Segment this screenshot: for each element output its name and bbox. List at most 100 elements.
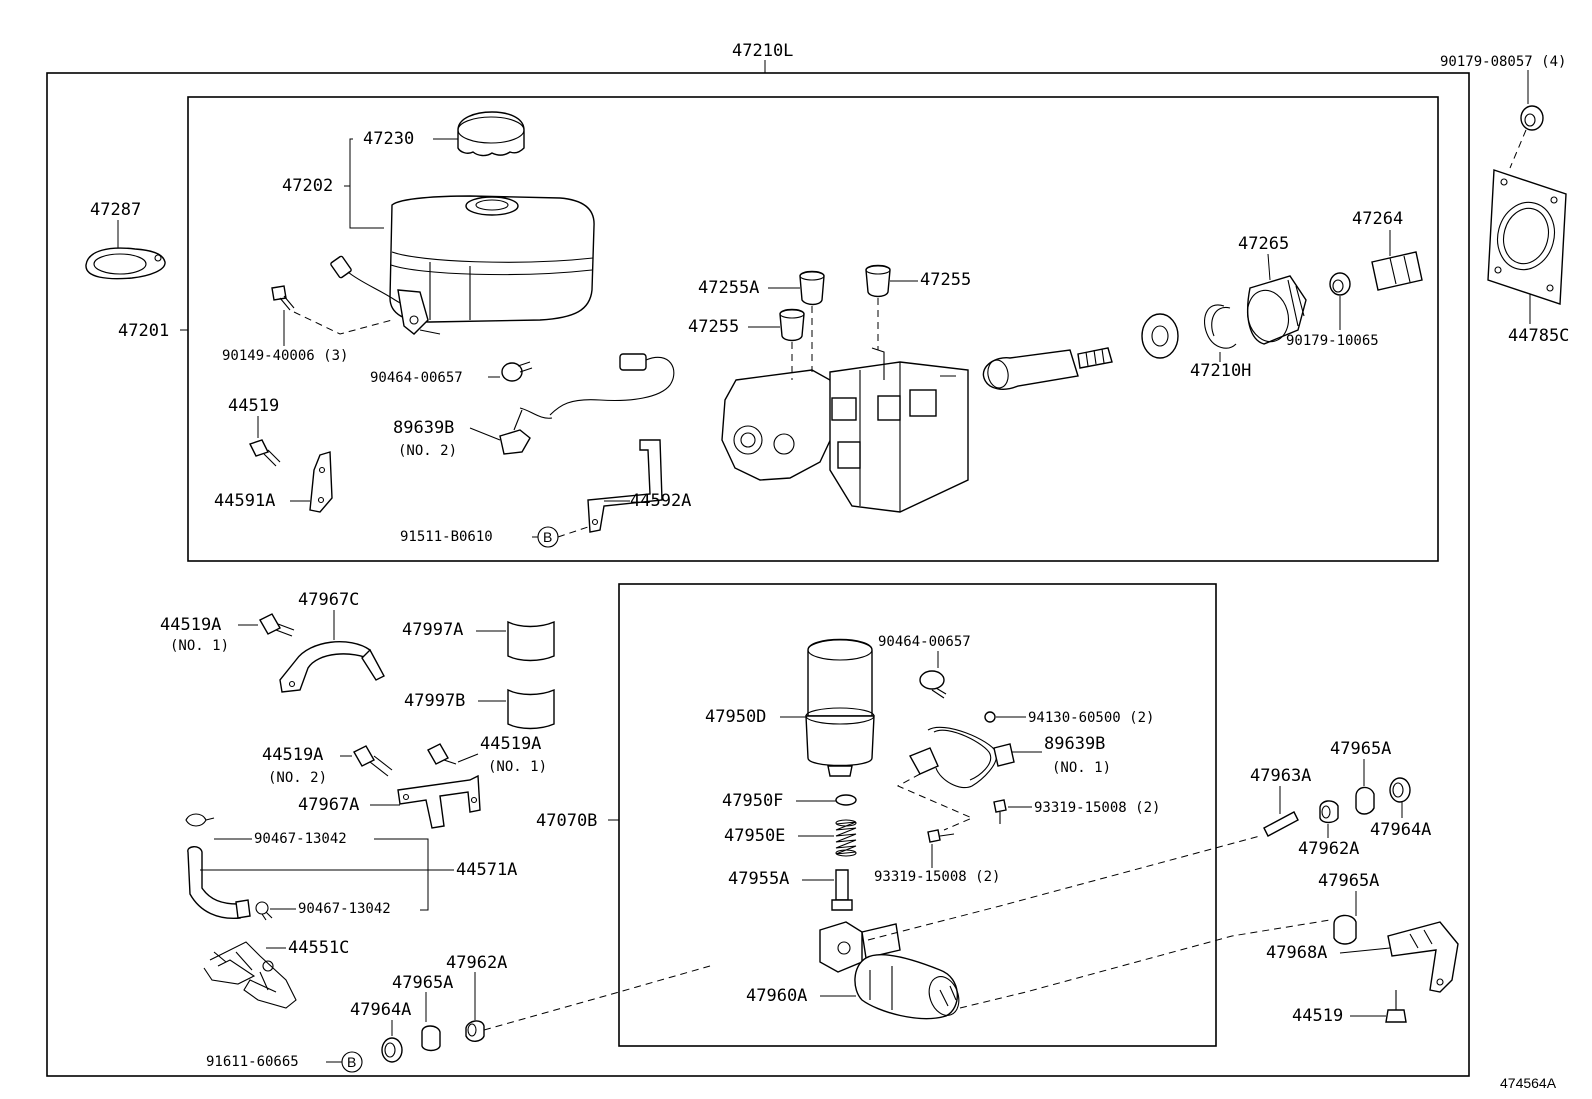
bracket-r-part	[1387, 921, 1459, 993]
label-bolt-no1[interactable]: 44519A	[160, 615, 221, 635]
label-gasket-left[interactable]: 47287	[90, 200, 141, 220]
bracket-pipe-part	[587, 439, 663, 533]
label-sensor-no2[interactable]: 89639B	[393, 418, 454, 438]
label-accumulator[interactable]: 47950D	[705, 707, 766, 727]
label-reservoir-bolt[interactable]: 90149-40006 (3)	[222, 348, 348, 364]
label-collar-r[interactable]: 47963A	[1250, 766, 1311, 786]
label-hose[interactable]: 44571A	[456, 860, 517, 880]
label-pad-a[interactable]: 47997A	[402, 620, 463, 640]
label-grommet-a[interactable]: 47965A	[392, 973, 453, 993]
sensor-no2-part	[499, 353, 675, 455]
label-snap-ring[interactable]: 47210H	[1190, 361, 1251, 381]
label-pipe[interactable]: 44551C	[288, 938, 349, 958]
bracket-a-part	[397, 774, 481, 829]
label-bolt-r[interactable]: 44519	[1292, 1006, 1343, 1026]
label-pump-motor[interactable]: 47960A	[746, 986, 807, 1006]
label-clip-upper[interactable]: 91511-B0610	[400, 529, 493, 545]
grommet-b-part	[381, 1037, 403, 1063]
actuator-inner-frame	[187, 96, 1439, 562]
label-nut-small[interactable]: 94130-60500 (2)	[1028, 710, 1154, 726]
label-bolt-no1-note: (NO. 1)	[170, 638, 229, 654]
o-ring-part	[835, 794, 857, 806]
label-clip-hose-2[interactable]: 90467-13042	[298, 901, 391, 917]
reservoir-cap-part	[457, 111, 525, 157]
label-grommet-b[interactable]: 47964A	[350, 1000, 411, 1020]
spring-part	[835, 819, 857, 857]
label-grommet-r3[interactable]: 47965A	[1318, 871, 1379, 891]
hydraulic-unit-part	[721, 347, 969, 513]
label-cushion-r[interactable]: 47962A	[1298, 839, 1359, 859]
label-clamp-lower[interactable]: 90464-00657	[878, 634, 971, 650]
label-grommet-r1[interactable]: 47965A	[1330, 739, 1391, 759]
label-valve[interactable]: 47955A	[728, 869, 789, 889]
valve-part	[831, 869, 853, 911]
label-pin-connector[interactable]: 47264	[1352, 209, 1403, 229]
nut-top-right-part	[1520, 105, 1544, 131]
clip-hose-1-part	[185, 813, 215, 827]
grommet-r1-part	[1355, 786, 1375, 815]
hose-part	[187, 846, 251, 919]
label-boot[interactable]: 47265	[1238, 234, 1289, 254]
label-bracket-a[interactable]: 47967A	[298, 795, 359, 815]
pad-a-part	[507, 620, 555, 662]
bolt-r-part	[1385, 990, 1407, 1023]
label-sensor-no2-note: (NO. 2)	[398, 443, 457, 459]
bracket-left-part	[309, 451, 333, 513]
piston-rod-part	[982, 347, 1113, 390]
label-bracket-pipe[interactable]: 44592A	[630, 491, 691, 511]
label-bolt-no2[interactable]: 44519A	[262, 745, 323, 765]
assembly-outer-frame	[46, 72, 1470, 1077]
label-bracket-r[interactable]: 47968A	[1266, 943, 1327, 963]
label-bolt-no2-note: (NO. 2)	[268, 770, 327, 786]
pipe-part	[203, 941, 297, 1009]
label-bolt-bracket[interactable]: 44519	[228, 396, 279, 416]
label-plug-1[interactable]: 47255	[920, 270, 971, 290]
label-pump-group[interactable]: 47070B	[536, 811, 597, 831]
reservoir-tank-part	[389, 195, 595, 323]
label-top-right-nut[interactable]: 90179-08057 (4)	[1440, 54, 1566, 70]
plug-1-part	[865, 264, 891, 298]
grommet-a-part	[421, 1025, 441, 1052]
label-screw-1[interactable]: 93319-15008 (2)	[1034, 800, 1160, 816]
label-nut-boot[interactable]: 90179-10065	[1286, 333, 1379, 349]
label-plug-2[interactable]: 47255	[688, 317, 739, 337]
label-clip-hose-1[interactable]: 90467-13042	[254, 831, 347, 847]
pump-inner-frame	[618, 583, 1217, 1047]
label-cap[interactable]: 47230	[363, 129, 414, 149]
marker-b-lower-text: B	[347, 1054, 356, 1070]
label-bracket-left[interactable]: 44591A	[214, 491, 275, 511]
label-bracket-c[interactable]: 47967C	[298, 590, 359, 610]
label-bolt-no1b[interactable]: 44519A	[480, 734, 541, 754]
gasket-left-part	[85, 247, 166, 280]
label-reservoir[interactable]: 47202	[282, 176, 333, 196]
label-pad-b[interactable]: 47997B	[404, 691, 465, 711]
clamp-lower-part	[919, 670, 947, 699]
marker-b-lower	[341, 1051, 363, 1073]
label-gasket-right[interactable]: 44785C	[1508, 326, 1569, 346]
clamp-upper-part	[501, 361, 533, 382]
assembly-label[interactable]: 47210L	[732, 41, 793, 61]
label-o-ring[interactable]: 47950F	[722, 791, 783, 811]
label-grommet-r2[interactable]: 47964A	[1370, 820, 1431, 840]
label-clamp-upper[interactable]: 90464-00657	[370, 370, 463, 386]
nut-boot-part	[1329, 272, 1351, 296]
screw-1-part	[993, 799, 1007, 824]
cushion-r-part	[1319, 800, 1339, 824]
label-spring[interactable]: 47950E	[724, 826, 785, 846]
label-plug-a[interactable]: 47255A	[698, 278, 759, 298]
nut-small-part	[984, 711, 996, 723]
label-screw-2[interactable]: 93319-15008 (2)	[874, 869, 1000, 885]
label-reservoir-group[interactable]: 47201	[118, 321, 169, 341]
plug-2-part	[779, 308, 805, 342]
grommet-r3-part	[1333, 914, 1357, 945]
grommet-r2-part	[1389, 777, 1411, 803]
label-sensor-no1[interactable]: 89639B	[1044, 734, 1105, 754]
bracket-c-part	[279, 641, 385, 693]
marker-b-upper-text: B	[543, 529, 552, 545]
snap-ring-part	[1204, 304, 1237, 349]
label-sensor-no1-note: (NO. 1)	[1052, 760, 1111, 776]
label-cushion-a[interactable]: 47962A	[446, 953, 507, 973]
label-clip-lower[interactable]: 91611-60665	[206, 1054, 299, 1070]
seal-part	[1141, 313, 1179, 359]
